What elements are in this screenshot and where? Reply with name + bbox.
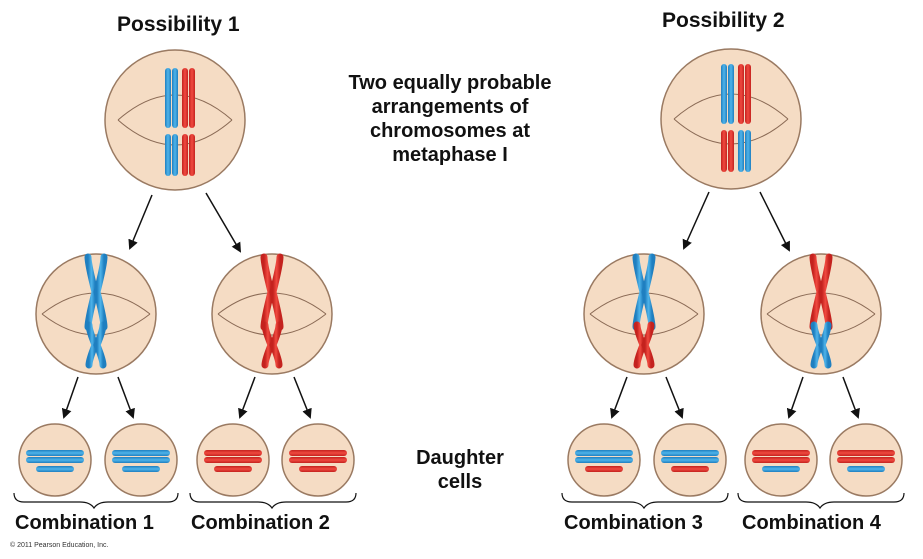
copyright-notice: © 2011 Pearson Education, Inc. xyxy=(10,542,109,549)
daughter-cell-5 xyxy=(567,423,641,497)
daughter-cell-1 xyxy=(18,423,92,497)
arrows-level-1 xyxy=(128,191,790,253)
arrows-level-2 xyxy=(61,376,860,419)
middle-cell-3 xyxy=(583,253,705,375)
middle-cell-1 xyxy=(35,253,157,375)
daughter-cell-6 xyxy=(653,423,727,497)
daughter-cell-2 xyxy=(104,423,178,497)
daughter-cell-3 xyxy=(196,423,270,497)
combination-2-label: Combination 2 xyxy=(191,512,330,534)
arrangement-caption-line-1: Two equally probable xyxy=(348,72,552,94)
combination-3-label: Combination 3 xyxy=(564,512,703,534)
possibility-2-title: Possibility 2 xyxy=(662,9,785,32)
brace-2 xyxy=(189,492,357,510)
possibility-1-title: Possibility 1 xyxy=(117,13,240,36)
middle-cell-2 xyxy=(211,253,333,375)
combination-1-label: Combination 1 xyxy=(15,512,154,534)
brace-3 xyxy=(561,492,729,510)
middle-cell-4 xyxy=(760,253,882,375)
daughter-cell-4 xyxy=(281,423,355,497)
daughter-caption-line-1: Daughter xyxy=(416,447,504,469)
daughter-cells-caption: Daughter cells xyxy=(390,446,530,494)
daughter-cell-8 xyxy=(829,423,903,497)
parent-cell-2 xyxy=(660,48,802,190)
daughter-caption-line-2: cells xyxy=(437,471,483,493)
arrangement-caption-line-3: chromosomes at xyxy=(369,120,531,142)
braces xyxy=(13,492,905,510)
arrangement-caption: Two equally probable arrangements of chr… xyxy=(330,71,570,167)
combination-4-label: Combination 4 xyxy=(742,512,881,534)
parent-cell-1 xyxy=(104,49,246,191)
arrangement-caption-line-2: arrangements of xyxy=(371,96,529,118)
brace-4 xyxy=(737,492,905,510)
arrangement-caption-line-4: metaphase I xyxy=(392,144,508,166)
brace-1 xyxy=(13,492,179,510)
daughter-cell-7 xyxy=(744,423,818,497)
